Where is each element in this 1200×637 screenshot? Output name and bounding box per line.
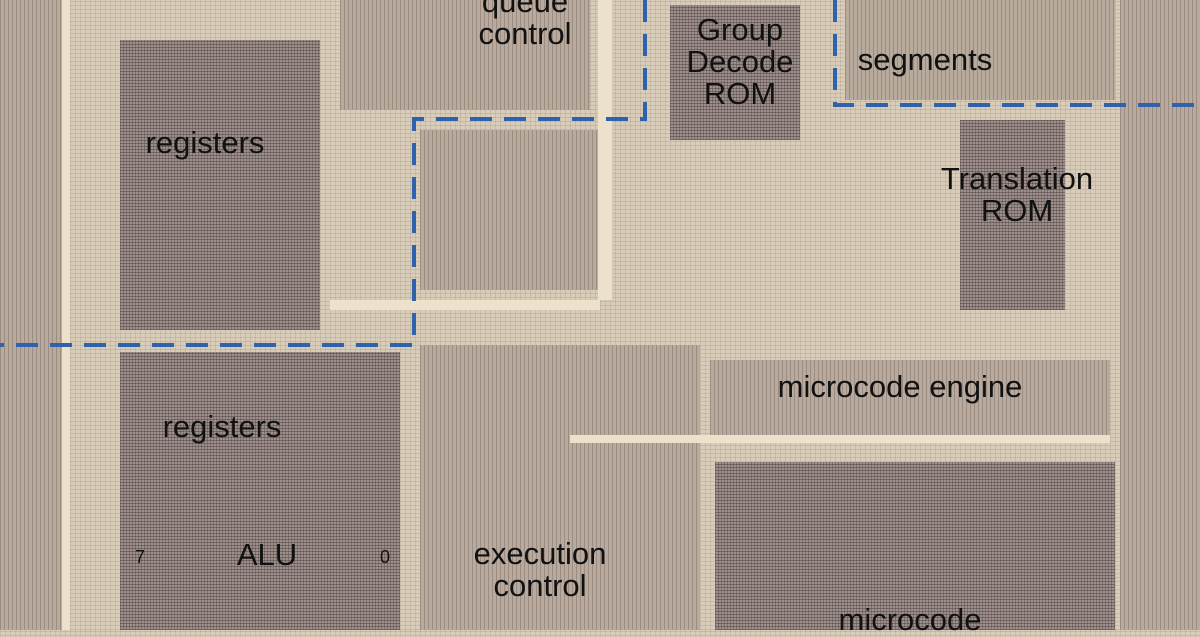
bond-pad-strip-left xyxy=(0,0,62,630)
segments-block xyxy=(845,0,1115,100)
label-alu: ALU xyxy=(236,537,298,572)
label-microcode-engine: microcode engine xyxy=(777,369,1023,404)
divider-segments-region xyxy=(833,0,1200,107)
label-alu-bit-7: 7 xyxy=(134,547,146,567)
execution-control-block xyxy=(420,345,700,630)
logic-block-center xyxy=(420,130,600,290)
register-array-lower xyxy=(120,352,400,630)
register-array-upper xyxy=(120,40,320,330)
translation-rom-array xyxy=(960,120,1065,310)
label-registers-upper: registers xyxy=(145,125,265,160)
label-microcode: microcode xyxy=(838,602,982,637)
power-bus-left xyxy=(62,0,70,630)
bus-microcode xyxy=(570,435,1110,443)
bus-horizontal xyxy=(330,300,600,310)
label-registers-lower: registers xyxy=(162,409,282,444)
bus-vertical xyxy=(598,0,612,300)
microcode-rom-array xyxy=(715,462,1115,630)
label-alu-bit-0: 0 xyxy=(379,547,391,567)
label-segments: segments xyxy=(857,42,993,77)
divider-queue-region xyxy=(0,0,647,347)
queue-control-block xyxy=(340,0,590,110)
microcode-engine-block xyxy=(710,360,1110,440)
group-decode-rom-array xyxy=(670,5,800,140)
